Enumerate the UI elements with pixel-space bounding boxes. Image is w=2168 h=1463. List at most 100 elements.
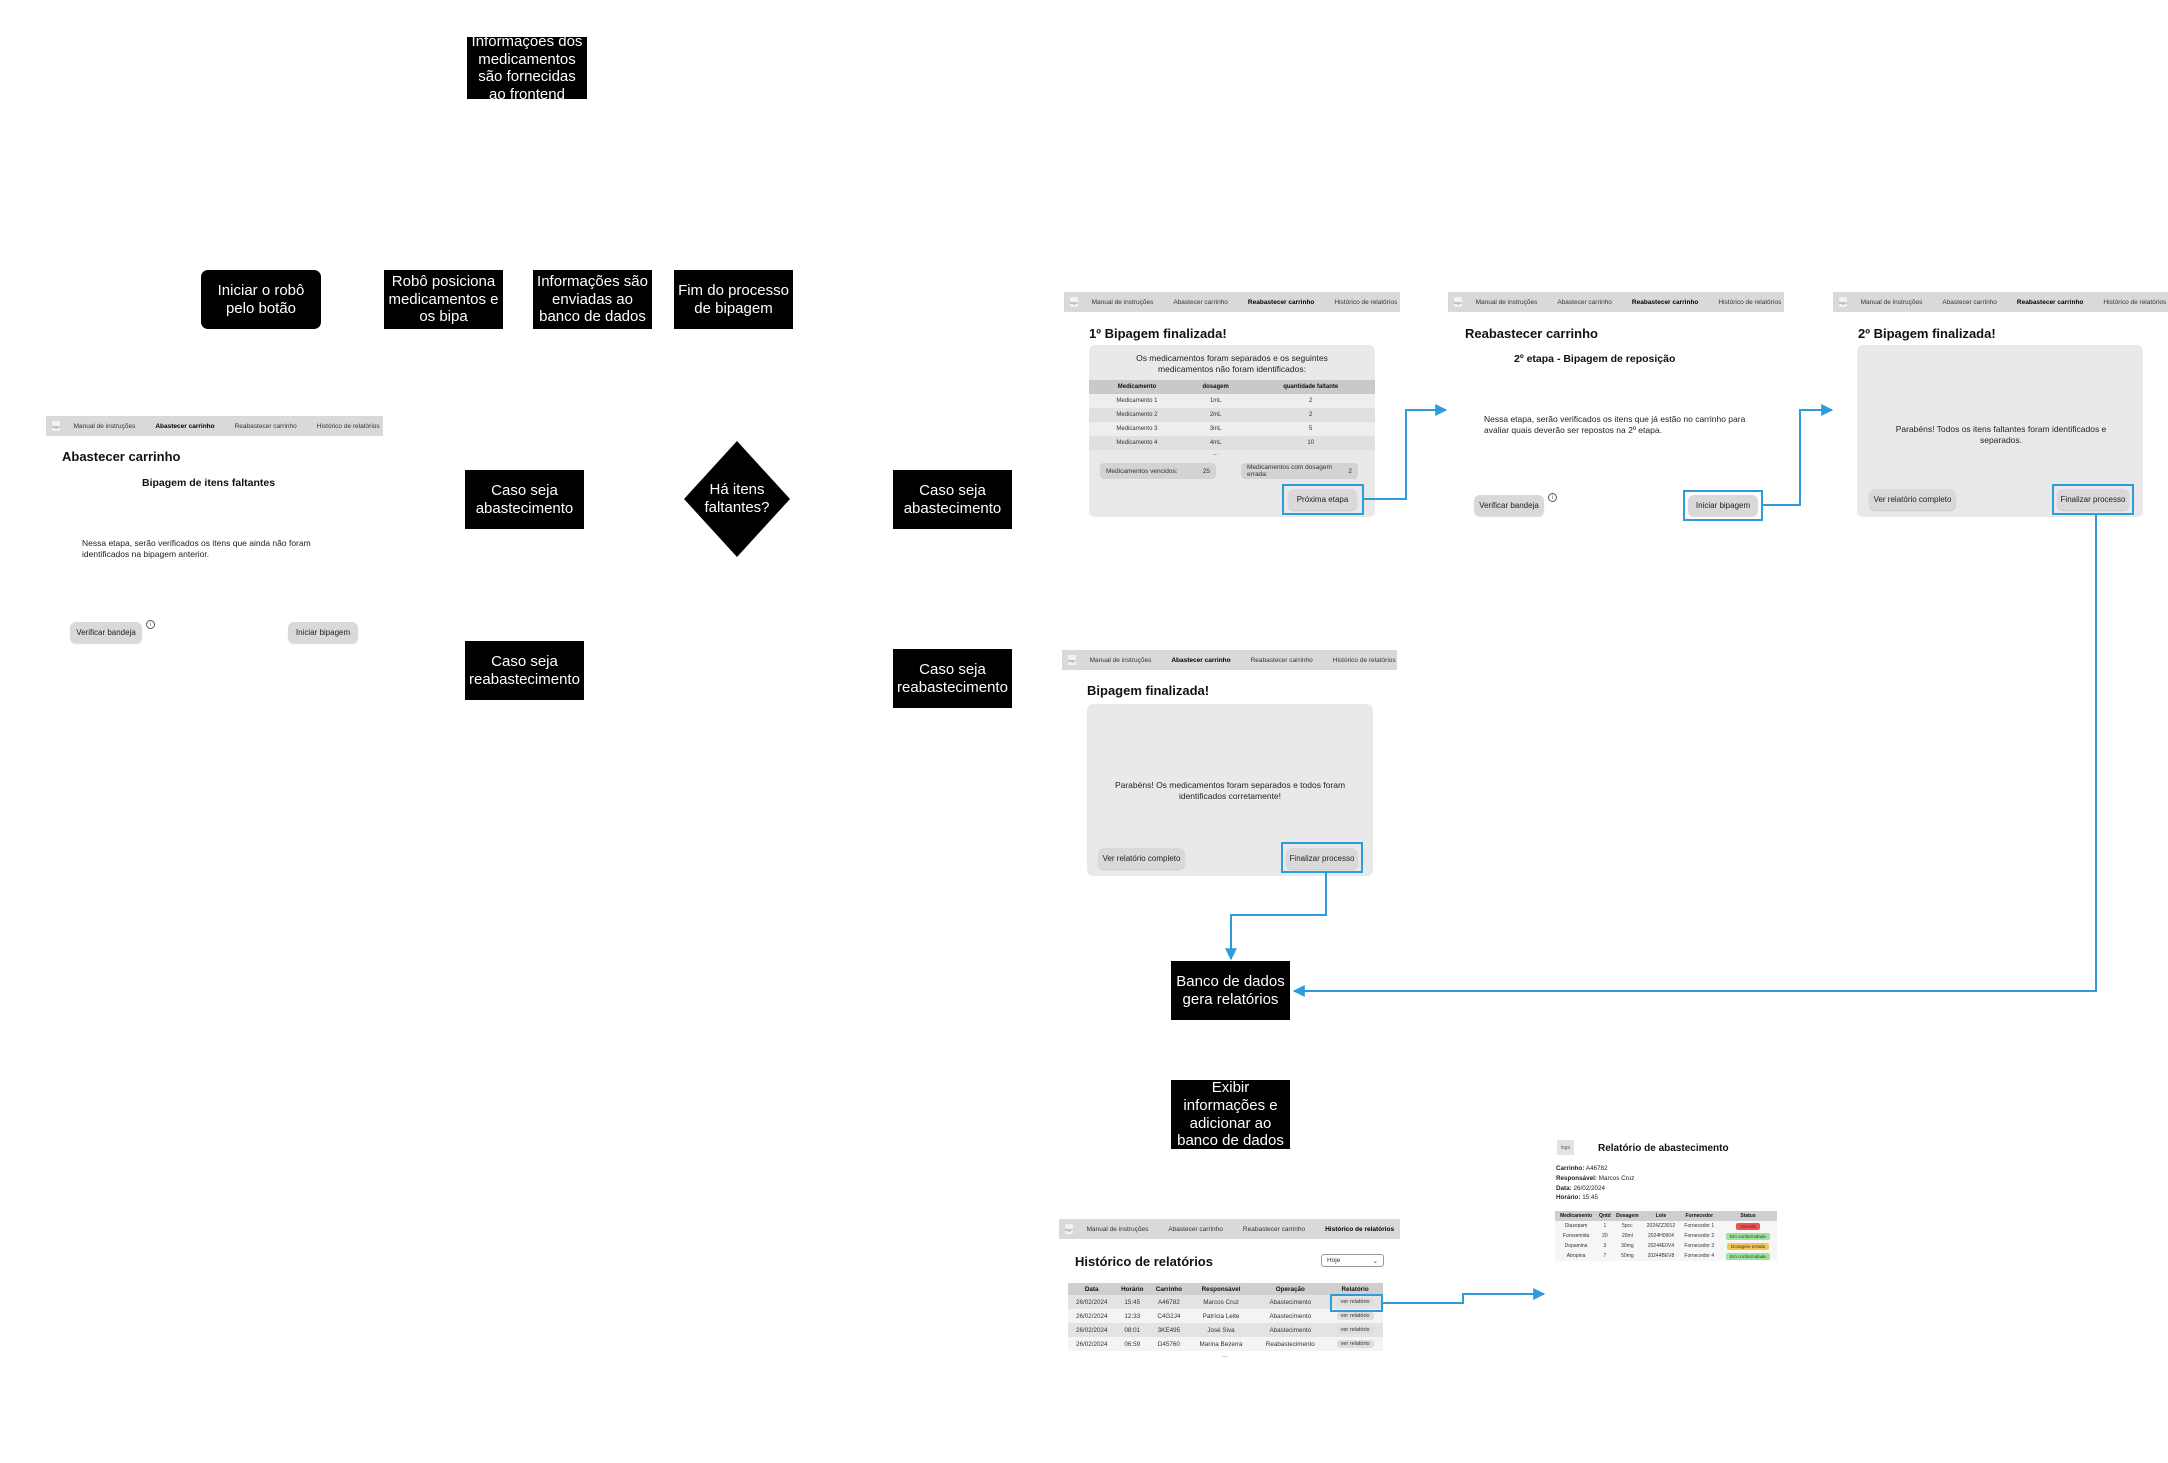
- nav-supply[interactable]: Abastecer carrinho: [1168, 1225, 1223, 1233]
- cell: Reabastecimento: [1253, 1337, 1328, 1351]
- nav-history[interactable]: Histórico de relatórios: [1325, 1225, 1395, 1233]
- first-scan-title: 1º Bipagem finalizada!: [1089, 326, 1227, 341]
- full-report-button[interactable]: Ver relatório completo: [1869, 489, 1956, 510]
- nav-restock[interactable]: Reabastecer carrinho: [2016, 298, 2084, 306]
- nav-history[interactable]: Histórico de relatórios: [316, 422, 380, 430]
- nav-restock[interactable]: Reabastecer carrinho: [1247, 298, 1315, 306]
- status-badge: Em conformidade: [1725, 1252, 1770, 1260]
- col-qntd: Qntd: [1597, 1211, 1613, 1221]
- view-report-link[interactable]: ver relatório: [1336, 1312, 1374, 1320]
- date-filter-select[interactable]: Hoje⌄: [1321, 1254, 1384, 1267]
- start-scan-button[interactable]: Iniciar bipagem: [1688, 495, 1758, 516]
- case-restock-left-block: Caso seja reabastecimento: [465, 641, 584, 700]
- scan-done-card: [1087, 704, 1373, 876]
- nav-manual[interactable]: Manual de instruções: [1086, 1225, 1149, 1233]
- resp-value: Marcos Cruz: [1598, 1174, 1635, 1182]
- view-report-link[interactable]: ver relatório: [1336, 1340, 1374, 1348]
- cell: 10: [1246, 436, 1375, 450]
- check-tray-button[interactable]: Verificar bandeja: [70, 622, 142, 643]
- nav-manual[interactable]: Manual de instruções: [1475, 298, 1538, 306]
- check-tray-button[interactable]: Verificar bandeja: [1474, 495, 1544, 516]
- nav-restock[interactable]: Reabastecer carrinho: [1242, 1225, 1306, 1233]
- nav-history[interactable]: Histórico de relatórios: [1334, 298, 1398, 306]
- nav-history[interactable]: Histórico de relatórios: [1332, 656, 1396, 664]
- cell: Marina Bezerra: [1188, 1337, 1254, 1351]
- col-fornecedor: Fornecedor: [1679, 1211, 1719, 1221]
- case-supply-left-text: Caso seja abastecimento: [475, 481, 574, 517]
- view-report-link[interactable]: ver relatório: [1336, 1298, 1374, 1306]
- nav-restock[interactable]: Reabastecer carrinho: [1631, 298, 1699, 306]
- robot-scans-block: Robô posiciona medicamentos e os bipa: [384, 270, 503, 329]
- cell: 1: [1597, 1221, 1613, 1231]
- report-logo-icon: logo: [1557, 1140, 1574, 1155]
- cell: Fornecedor 4: [1679, 1251, 1719, 1261]
- arrow-restock-to-second: [1763, 404, 1834, 506]
- info-icon[interactable]: i: [1548, 493, 1557, 502]
- nav-supply[interactable]: Abastecer carrinho: [1942, 298, 1997, 306]
- nav-supply[interactable]: Abastecer carrinho: [155, 422, 215, 430]
- start-scan-button[interactable]: Iniciar bipagem: [288, 622, 358, 643]
- arrow-history-to-report: [1383, 1288, 1546, 1304]
- cell: Dopamina: [1555, 1241, 1598, 1251]
- wrong-dose-label: Medicamentos com dosagem errada:: [1247, 464, 1332, 478]
- decision-missing-diamond: Há itens faltantes?: [684, 441, 790, 557]
- nav-supply[interactable]: Abastecer carrinho: [1557, 298, 1612, 306]
- nav-bar-second-scan: logo Manual de instruções Abastecer carr…: [1833, 292, 2168, 312]
- nav-manual[interactable]: Manual de instruções: [1091, 298, 1154, 306]
- second-scan-title: 2º Bipagem finalizada!: [1858, 326, 1996, 341]
- finish-button[interactable]: Finalizar processo: [1286, 848, 1358, 869]
- decision-missing-text: Há itens faltantes?: [704, 481, 770, 516]
- nav-restock[interactable]: Reabastecer carrinho: [234, 422, 297, 430]
- restock-title: Reabastecer carrinho: [1465, 326, 1598, 341]
- cell: 2: [1246, 408, 1375, 422]
- next-step-button[interactable]: Próxima etapa: [1288, 489, 1357, 510]
- cell: 26/02/2024: [1068, 1295, 1116, 1309]
- logo-icon: logo: [1068, 655, 1076, 665]
- nav-manual[interactable]: Manual de instruções: [73, 422, 136, 430]
- more-dots: ...: [1184, 450, 1247, 458]
- col-lote: Lote: [1642, 1211, 1680, 1221]
- cell: 26/02/2024: [1068, 1323, 1116, 1337]
- col-horario: Horário: [1115, 1283, 1150, 1295]
- info-icon[interactable]: i: [146, 620, 155, 629]
- cart-value: A46782: [1585, 1165, 1608, 1172]
- cell: Marcos Cruz: [1188, 1295, 1254, 1309]
- view-report-link[interactable]: ver relatório: [1336, 1326, 1374, 1334]
- full-report-button[interactable]: Ver relatório completo: [1098, 848, 1185, 869]
- col-carrinho: Carrinho: [1149, 1283, 1189, 1295]
- case-restock-right-text: Caso seja reabastecimento: [897, 660, 1008, 696]
- nav-manual[interactable]: Manual de instruções: [1860, 298, 1923, 306]
- missing-meds-table: Medicamento dosagem quantidade faltante …: [1089, 380, 1375, 458]
- finish-button[interactable]: Finalizar processo: [2057, 489, 2129, 510]
- case-supply-right-block: Caso seja abastecimento: [893, 470, 1012, 529]
- nav-supply[interactable]: Abastecer carrinho: [1171, 656, 1231, 664]
- db-reports-text: Banco de dados gera relatórios: [1176, 972, 1285, 1008]
- status-cell: Vencido: [1718, 1221, 1777, 1231]
- nav-history[interactable]: Histórico de relatórios: [2103, 298, 2167, 306]
- cell: 5: [1246, 422, 1375, 436]
- nav-bar-history: logo Manual de instruções Abastecer carr…: [1059, 1219, 1400, 1239]
- nav-restock[interactable]: Reabastecer carrinho: [1250, 656, 1313, 664]
- wrong-dose-value: 2: [1348, 467, 1352, 475]
- cell: Fornecedor 3: [1679, 1241, 1719, 1251]
- nav-supply[interactable]: Abastecer carrinho: [1173, 298, 1228, 306]
- arrow-next-to-restock: [1364, 404, 1448, 500]
- supply-subtitle: Bipagem de itens faltantes: [142, 477, 276, 489]
- cell: Patrícia Leite: [1188, 1309, 1254, 1323]
- cell: Abastecimento: [1253, 1323, 1328, 1337]
- cell: 20: [1597, 1231, 1613, 1241]
- first-scan-text: Os medicamentos foram separados e os seg…: [1136, 353, 1328, 374]
- scan-done-text: Parabéns! Os medicamentos foram separado…: [1114, 780, 1346, 801]
- nav-manual[interactable]: Manual de instruções: [1089, 656, 1152, 664]
- cell: Diazepam: [1555, 1221, 1598, 1231]
- second-scan-text: Parabéns! Todos os itens faltantes foram…: [1895, 424, 2107, 445]
- history-more-dots: ...: [1222, 1352, 1228, 1359]
- nav-history[interactable]: Histórico de relatórios: [1718, 298, 1782, 306]
- cell: 3: [1597, 1241, 1613, 1251]
